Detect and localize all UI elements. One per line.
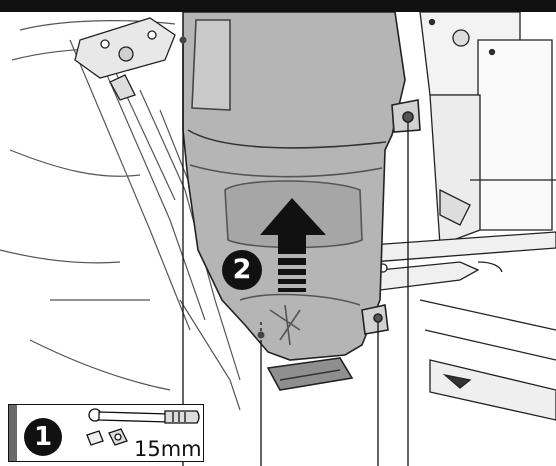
socket-size-label: 15mm: [134, 437, 202, 461]
step-2-badge: 2: [222, 250, 262, 290]
lift-direction-arrow: [260, 198, 326, 292]
socket-icon: [108, 428, 128, 446]
chassis-left-lines: [0, 20, 241, 411]
tool-icons: [86, 408, 200, 446]
tool-box-side-bar: [9, 405, 17, 461]
extension-icon: [86, 430, 104, 446]
mount-bolts: [179, 36, 265, 339]
step-1-badge: 1: [24, 418, 62, 456]
ratchet-icon: [88, 408, 200, 424]
page-header-bar: [0, 0, 556, 12]
fuel-tank: [182, 11, 421, 391]
callout-lines: [182, 40, 409, 466]
driveshaft-flange: [74, 17, 176, 101]
chassis-right-frame: [419, 11, 556, 421]
exhaust-pipe: [369, 231, 556, 291]
